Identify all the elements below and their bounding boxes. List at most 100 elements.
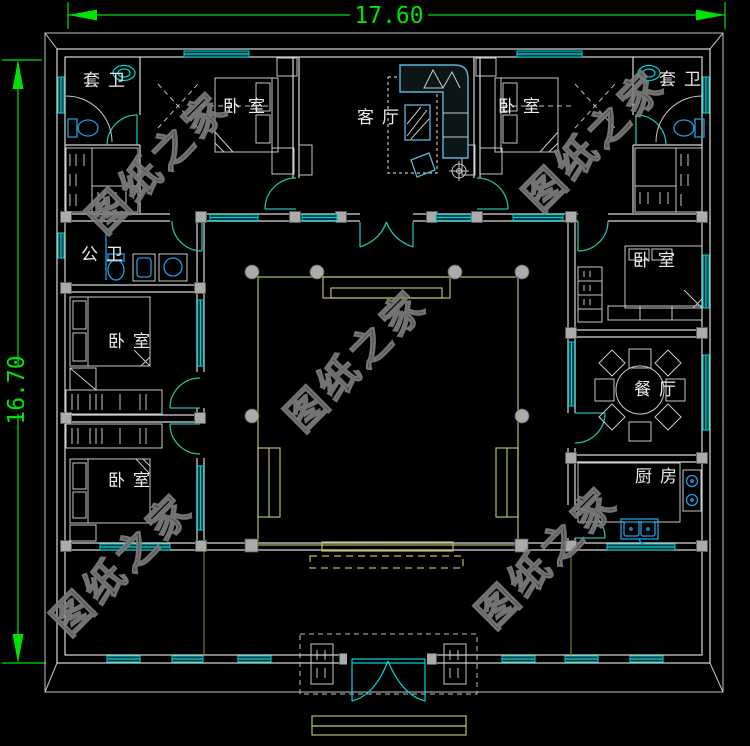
nightstand [69, 524, 97, 542]
watermark-text: 图纸之家 [515, 61, 675, 221]
nightstand [475, 57, 497, 77]
toilet-tank [107, 253, 125, 262]
dim-arrow-up [12, 60, 24, 89]
entrance-column-left [310, 643, 334, 685]
window [171, 655, 204, 663]
dimension-height-label: 16.70 [4, 355, 30, 424]
room-label-kitchen: 厨房 [635, 467, 685, 487]
ensuite-tr-fixtures [637, 64, 705, 143]
washing-machine [132, 253, 156, 282]
windows [57, 50, 710, 663]
toilet-tank [67, 118, 78, 138]
bed [69, 296, 151, 367]
desk [479, 147, 503, 175]
sink [112, 64, 136, 82]
window [629, 655, 664, 663]
window [209, 214, 259, 221]
watermark-text: 图纸之家 [468, 478, 628, 638]
courtyard-columns [244, 264, 530, 553]
dimension-width-label: 17.60 [354, 3, 423, 29]
pillow [651, 248, 673, 261]
desk [271, 147, 295, 175]
pillow [72, 300, 87, 330]
wall-posts [60, 211, 708, 665]
sink [163, 257, 183, 277]
pillow [255, 114, 271, 144]
window [99, 543, 171, 551]
room-labels: 套卫 卧室 客厅 卧室 套卫 公卫 卧室 卧室 卧室 餐厅 厨房 [81, 70, 709, 491]
dim-arrow-left [68, 9, 97, 21]
shower-arc [65, 95, 113, 143]
door-bedroom-left-lower [169, 423, 201, 455]
burner [685, 493, 699, 507]
public-bath-fixtures [105, 228, 188, 282]
tv-cabinet [298, 144, 313, 176]
bed [624, 245, 703, 309]
nightstand [276, 57, 298, 77]
floor-drain-symbol [449, 161, 469, 181]
dimension-top: 17.60 [67, 2, 726, 29]
window [301, 214, 338, 221]
coffee-table [404, 104, 431, 141]
wardrobe-left-upper [65, 389, 163, 415]
door-bedroom-tr [476, 177, 509, 210]
door-public-bath [171, 220, 203, 252]
window [57, 232, 65, 259]
pillow [72, 332, 87, 362]
dining-table [615, 365, 665, 415]
entrance-column-right [443, 643, 467, 685]
room-label-living-room: 客厅 [357, 108, 407, 128]
corner-sofa [399, 64, 469, 159]
chair [628, 421, 652, 442]
window [197, 465, 204, 531]
dimension-left: 16.70 [2, 59, 46, 664]
bed [214, 77, 279, 153]
burner [685, 474, 699, 488]
eave-outline [44, 32, 724, 693]
toilet [107, 259, 125, 281]
courtyard-step-left [257, 447, 281, 518]
entrance-double-door [351, 658, 426, 702]
chair [665, 378, 686, 402]
bed [494, 77, 559, 153]
door-bedroom-left-upper [169, 377, 201, 409]
pillow [72, 462, 87, 490]
room-label-bedroom-right: 卧室 [633, 251, 683, 271]
bench [607, 305, 703, 321]
toilet-tank [694, 118, 705, 138]
bed [69, 458, 151, 524]
bedroom-tr-furniture [461, 57, 616, 176]
door-living-south [359, 221, 414, 248]
doors [106, 114, 667, 539]
window [702, 254, 710, 309]
window [568, 341, 575, 407]
dim-arrow-down [12, 634, 24, 663]
ceiling-lamp-symbol [157, 83, 270, 129]
chair [628, 348, 652, 369]
pillow [628, 248, 650, 261]
stove [682, 469, 702, 512]
sink [637, 64, 661, 82]
window [564, 655, 599, 663]
bedroom-left-lower-furniture [69, 458, 151, 542]
watermark-text: 图纸之家 [43, 485, 203, 645]
main-entrance [299, 633, 478, 736]
window [183, 50, 250, 58]
stool [410, 152, 436, 178]
chair [594, 378, 615, 402]
ensuite-tl-fixtures [65, 64, 136, 143]
room-label-bedroom-tl: 卧室 [223, 97, 273, 117]
window [197, 299, 204, 367]
kitchen-sink [620, 518, 659, 545]
window [435, 214, 472, 221]
room-label-ensuite-tr: 套卫 [659, 70, 709, 90]
chair [598, 349, 626, 377]
toilet [673, 119, 695, 137]
blanket-fold [683, 289, 703, 309]
watermark-text: 图纸之家 [277, 281, 437, 441]
courtyard-step-top [322, 276, 451, 299]
door-ensuite-tr [635, 114, 667, 146]
dim-arrow-right [696, 9, 725, 21]
